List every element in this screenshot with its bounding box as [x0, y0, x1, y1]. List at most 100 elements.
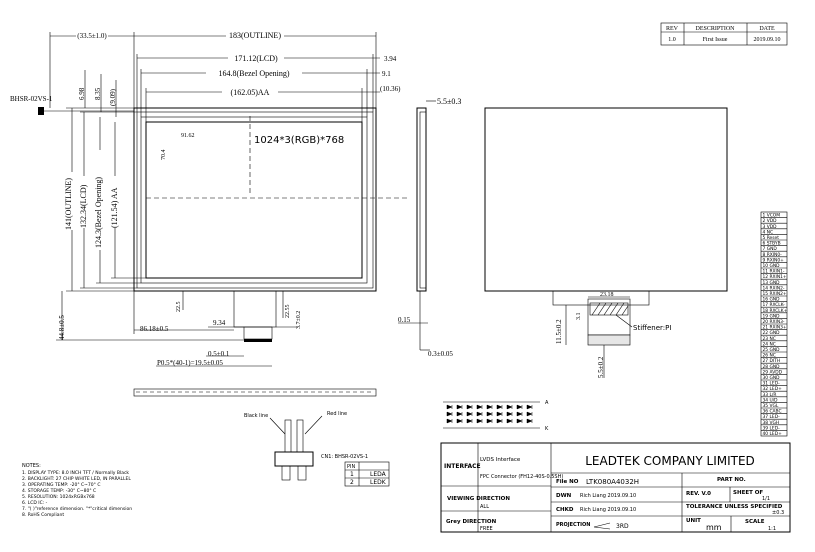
dim-934: 9.34 — [213, 319, 226, 327]
led-diode-icon — [466, 411, 473, 417]
led-diode-icon — [496, 411, 503, 417]
cn1-pin-1: 1 — [350, 471, 354, 478]
dim-2255: 22.55 — [285, 305, 291, 319]
dim-394: 3.94 — [384, 55, 397, 63]
black-line-label: Black line — [244, 413, 268, 419]
led-diode-icon — [446, 418, 453, 424]
dim-outline-width: 183(OUTLINE) — [229, 31, 281, 40]
pin-table-row: 28 GND — [763, 364, 781, 370]
pin-table-row: 19 GND — [763, 313, 781, 319]
bhsr-plug — [38, 107, 44, 115]
pin-table-row: 11 RXIN1- — [763, 269, 785, 275]
grey-label: Grey DIRECTION — [446, 519, 497, 525]
note-1: 1. DISPLAY TYPE: 8.0 INCH TFT / Normally… — [22, 470, 129, 476]
led-diode-icon — [516, 418, 523, 424]
pin-table-row: 29 AVDD — [763, 369, 783, 375]
fpc-contacts — [244, 339, 272, 342]
viewing-value: ALL — [480, 504, 489, 510]
dim-lcd-height: 132.34(LCD) — [79, 184, 88, 228]
pin-table-row: 7 GND — [763, 246, 778, 252]
tolerance-label: TOLERANCE UNLESS SPECIFIED — [686, 504, 783, 510]
interface-value-1: LVDS Interface — [480, 457, 521, 463]
dim-lcd-width: 171.12(LCD) — [234, 54, 278, 63]
pin-table-row: 39 LED- — [763, 425, 781, 431]
led-diode-icon — [446, 411, 453, 417]
dim-bezel-width: 164.8(Bezel Opening) — [218, 69, 289, 78]
scale-label: SCALE — [745, 519, 765, 525]
side-015: 0.15 — [398, 316, 411, 324]
pin-table-row: 30 GND — [763, 375, 781, 381]
connector-label: BHSR-02VS-1 — [10, 95, 53, 103]
sheet-value: 1/1 — [762, 496, 770, 502]
file-no-label: File NO — [556, 479, 579, 485]
dim-835: 8.35 — [94, 87, 102, 100]
back-2318: 23.18 — [600, 292, 614, 298]
pin-table-row: 33 L/R — [763, 392, 777, 398]
led-diode-icon — [486, 404, 493, 410]
pin-table-row: 38 VGH — [763, 420, 780, 426]
notes: NOTES: 1. DISPLAY TYPE: 8.0 INCH TFT / N… — [22, 463, 132, 518]
cn1-pin-header: PIN — [347, 464, 355, 470]
led-diode-icon — [506, 418, 513, 424]
rev-value: 1.0 — [668, 37, 676, 43]
part-no-label: PART NO. — [717, 477, 746, 483]
note-4: 4. STORAGE TEMP: -30° C~80° C — [22, 488, 96, 494]
led-diode-icon — [486, 411, 493, 417]
note-8: 8. RoHS Compliant — [22, 512, 64, 518]
description-value: First Issue — [703, 37, 728, 43]
led-diode-icon — [456, 404, 463, 410]
date-value: 2019.09.10 — [754, 37, 781, 43]
dim-8618: 86.18±0.5 — [140, 325, 169, 333]
led-diode-icon — [466, 418, 473, 424]
active-area — [145, 121, 363, 279]
projection-icon — [593, 522, 611, 530]
dwn-value: Rich Liang 2019.09.10 — [580, 493, 636, 499]
notes-title: NOTES: — [22, 463, 41, 469]
grey-value: FREE — [480, 526, 493, 532]
pin-table-row: 36 CABC — [763, 409, 782, 415]
viewing-label: VIEWING DIRECTION — [447, 496, 510, 502]
back-fpc — [587, 298, 631, 336]
led-diode-icon — [506, 404, 513, 410]
note-6: 6. LCD IC: - — [22, 500, 48, 506]
pin-table-row: 34 U/D — [763, 397, 779, 403]
front-view: 1024*3(RGB)*768 91.62 70.4 BHSR-02VS-1 (… — [10, 31, 410, 367]
led-diode-icon — [476, 404, 483, 410]
note-7: 7. "( )"reference dimension. "*"critical… — [22, 506, 132, 512]
led-cathode-label: K — [545, 426, 549, 432]
side-view: 5.5±0.3 0.15 0.3±0.05 — [398, 97, 461, 358]
dim-1036: (10.36) — [380, 85, 401, 93]
pin-table-row: 27 DITH — [763, 358, 781, 364]
scale-value: 1:1 — [768, 526, 776, 532]
company-name: LEADTEK COMPANY LIMITED — [585, 454, 755, 468]
file-no-value: LTK080A4032H — [586, 478, 639, 486]
back-115: 11.5±0.2 — [555, 319, 563, 344]
led-diode-icon — [456, 411, 463, 417]
cn1-name-1: LEDA — [370, 471, 387, 478]
led-diode-icon — [526, 411, 533, 417]
rev-label: REV. V.0 — [686, 491, 711, 497]
led-diode-icon — [476, 418, 483, 424]
dim-center-x: 91.62 — [181, 133, 195, 139]
pin-table-row: 32 LED+ — [763, 386, 783, 392]
fpc-connector — [243, 326, 273, 340]
dim-909: (9.09) — [109, 88, 117, 106]
red-line-label: Red line — [327, 411, 347, 417]
note-3: 3. OPERATING TEMP: -20° C~70° C — [22, 482, 100, 488]
back-view: 23.18 3.1 11.5±0.2 5.5±0.2 Stiffener:PI — [484, 107, 728, 378]
led-schematic: A K — [443, 400, 549, 432]
led-diode-icon — [516, 404, 523, 410]
bezel-opening — [140, 116, 368, 284]
pin-table-row: 9 RXIN0+ — [763, 257, 785, 263]
revision-table: REV DESCRIPTION DATE 1.0 First Issue 201… — [660, 22, 788, 46]
dim-bezel-height: 124.3(Bezel Opening) — [94, 177, 103, 248]
led-diode-icon — [526, 418, 533, 424]
chkd-value: Rich Liang 2019.09.10 — [580, 507, 636, 513]
dwn-label: DWN — [556, 493, 572, 499]
bottom-profile-view — [133, 388, 377, 397]
pin-table-row: 14 RXIN2- — [763, 285, 785, 291]
led-diode-icon — [466, 404, 473, 410]
panel-resolution-title: 1024*3(RGB)*768 — [254, 135, 344, 146]
pin-table-row: 4 NC — [763, 229, 774, 235]
dim-698: 6.98 — [78, 87, 86, 100]
